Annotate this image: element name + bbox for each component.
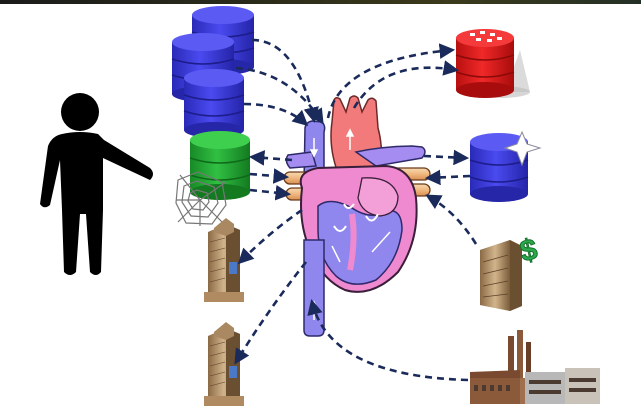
svg-text:$: $ <box>517 233 540 269</box>
arrow-heart-sparkledb <box>423 149 470 166</box>
arrow-heart-skyscraper-1 <box>237 208 303 265</box>
skyscraper-icon <box>204 322 244 406</box>
person-icon <box>40 93 153 275</box>
arrow-greendb-heart-1 <box>249 168 290 184</box>
database-sparkle-icon <box>469 130 542 202</box>
office-building-icon <box>480 240 522 311</box>
arrow-greendb-heart-2 <box>249 184 292 201</box>
database-green-icon <box>189 131 251 200</box>
connection-arrows <box>234 38 478 382</box>
spider-web-icon <box>175 171 227 226</box>
arrow-heart-skyscraper-2 <box>234 261 308 365</box>
database-blue-icon <box>171 6 255 138</box>
arrow-db2-heart <box>235 66 324 125</box>
arrow-building-heart <box>425 194 478 245</box>
database-red-icon <box>455 29 530 98</box>
factory-icon <box>470 330 600 404</box>
heart-icon <box>283 95 431 337</box>
arrow-sparkledb-heart <box>424 169 471 186</box>
arrow-heart-reddb-1 <box>326 43 456 119</box>
top-band <box>0 0 641 4</box>
arrow-db1-heart <box>251 38 319 124</box>
arrow-db3-heart <box>243 102 309 127</box>
arrow-factory-heart <box>307 298 469 382</box>
dollar-sign-icon: $ <box>517 232 541 269</box>
skyscraper-icon <box>204 218 244 302</box>
arrow-heart-greendb <box>248 150 293 166</box>
arrow-heart-reddb-2 <box>352 60 460 109</box>
